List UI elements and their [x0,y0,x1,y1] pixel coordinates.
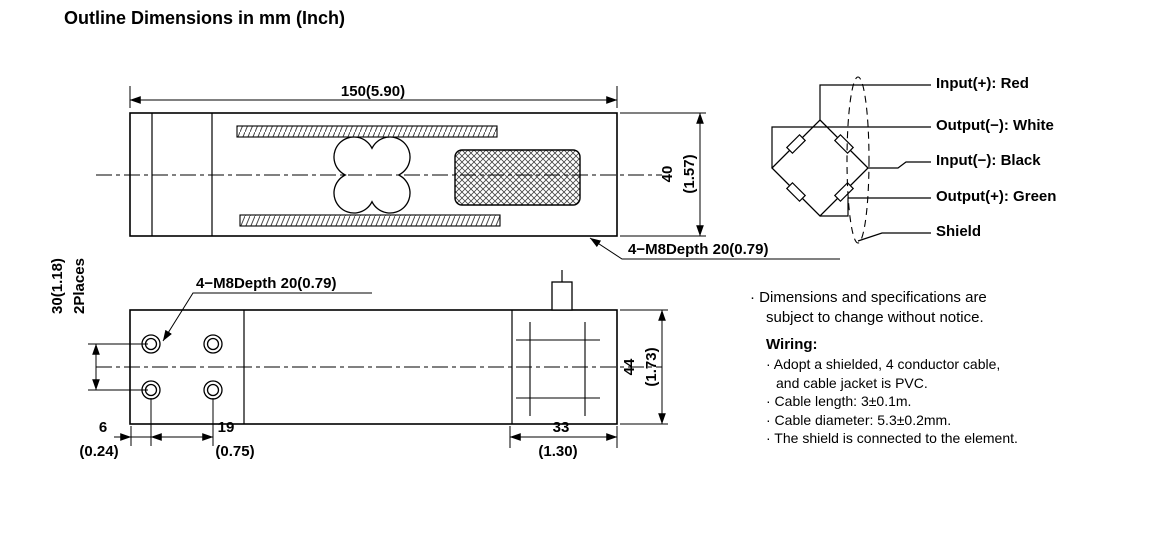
bolt-hole-thread [206,383,220,397]
top-view-texts: 4−M8Depth 20(0.79) 30(1.18) 2Places 6 (0… [49,258,660,460]
leader-line-m8-bottom [162,292,372,342]
notice-line-2: subject to change without notice. [766,309,984,326]
cable-gland [551,281,573,311]
machined-slot-bottom [239,214,501,227]
wiring-note: · Cable length: 3±0.1m. [766,393,912,409]
top-view [96,270,662,425]
label-m8-top: 4−M8Depth 20(0.79) [628,241,768,258]
strain-gauge [833,181,855,203]
dim-text-33-in: (1.30) [538,443,577,460]
bolt-hole [203,334,223,354]
side-view-dimensions [129,86,840,260]
dim-text-44-in: (1.73) [643,347,660,386]
wire-label-output-minus: Output(−): White [936,117,1054,134]
wire-label-shield: Shield [936,223,982,240]
dim-text-19-mm: 19 [218,419,235,436]
strain-gauge [833,133,855,155]
wire-label-input-plus: Input(+): Red [936,75,1029,92]
wiring-note: · The shield is connected to the element… [766,430,1018,446]
wiring-note: · Adopt a shielded, 4 conductor cable, [766,356,1001,372]
wire-output-minus [771,126,931,168]
leader-line-m8-top [589,237,840,260]
strain-gauges [785,133,855,203]
wiring-title: Wiring: [766,336,818,353]
machined-slot-top [236,125,498,138]
wire-label-output-plus: Output(+): Green [936,188,1057,205]
dim-text-6-in: (0.24) [79,443,118,460]
dim-text-length: 150(5.90) [341,83,405,100]
dim-text-19-in: (0.75) [215,443,254,460]
wire-output-plus [820,197,931,217]
dim-text-30: 30(1.18) [49,258,66,314]
dim-text-height-mm: 40 [659,166,676,183]
label-grip-area [454,149,581,206]
cable-shield-ellipse [846,76,870,244]
wire-shield [857,232,931,242]
wiring-note: and cable jacket is PVC. [776,374,928,391]
wire-label-input-minus: Input(−): Black [936,152,1041,169]
wiring-note: · Cable diameter: 5.3±0.2mm. [766,411,952,428]
top-view-dimensions [88,292,668,448]
side-view-texts: 150(5.90) 40 (1.57) 4−M8Depth 20(0.79) [341,83,769,258]
page-title: Outline Dimensions in mm (Inch) [64,8,346,28]
dim-text-2places: 2Places [71,258,88,314]
strain-gauge [785,133,807,155]
bridge-circuit [771,76,931,244]
dim-text-44-mm: 44 [621,358,638,375]
label-m8-bottom: 4−M8Depth 20(0.79) [196,275,336,292]
side-view [96,112,662,237]
dim-text-6-mm: 6 [99,419,107,436]
wire-input-plus [819,84,931,120]
notice-line-1: · Dimensions and specifications are [750,289,987,306]
wire-input-minus [868,161,931,169]
bolt-hole-thread [206,337,220,351]
notes-panel: · Dimensions and specifications are subj… [750,288,1110,448]
strain-gauge [785,181,807,203]
bridge-diamond [771,119,869,217]
dim-text-33-mm: 33 [553,419,570,436]
dim-text-height-in: (1.57) [681,154,698,193]
